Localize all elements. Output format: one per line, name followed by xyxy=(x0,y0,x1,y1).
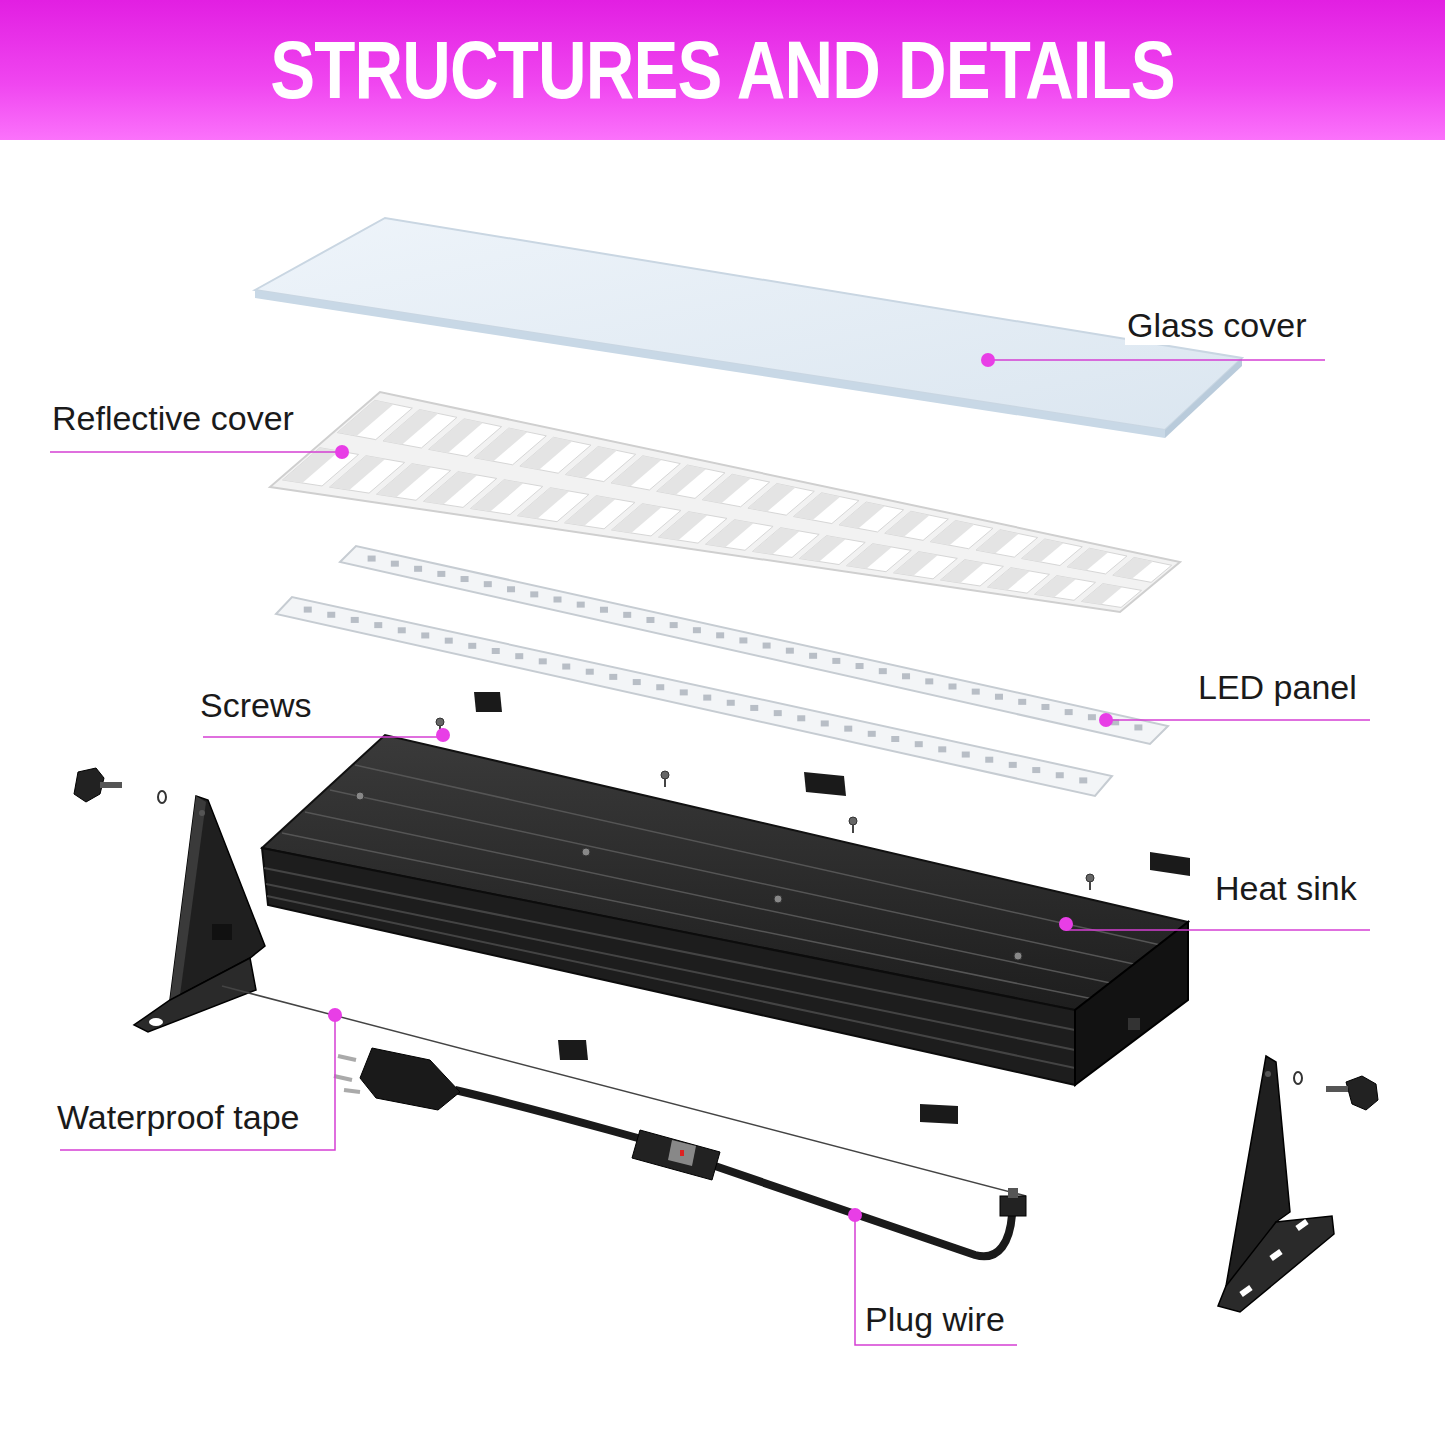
led-chip xyxy=(716,632,724,638)
led-chip xyxy=(774,710,782,716)
led-chip xyxy=(1088,714,1096,720)
led-chip xyxy=(891,736,899,742)
mounting-bracket xyxy=(134,796,265,1032)
led-chip xyxy=(985,757,993,763)
led-chip xyxy=(703,695,711,701)
led-chip xyxy=(507,586,515,592)
led-chip xyxy=(856,663,864,669)
led-chip xyxy=(844,726,852,732)
led-chip xyxy=(809,653,817,659)
led-chip xyxy=(468,643,476,649)
led-chip xyxy=(832,658,840,664)
led-chip xyxy=(1134,724,1142,730)
led-chip xyxy=(763,643,771,649)
led-chip xyxy=(437,571,445,577)
mounting-bracket xyxy=(1218,1056,1334,1312)
knob xyxy=(74,768,1378,1110)
led-chip xyxy=(327,612,335,618)
leader-dot xyxy=(328,353,1113,1222)
part-label: Heat sink xyxy=(1213,868,1359,908)
led-chip xyxy=(750,705,758,711)
reflector-cell xyxy=(1035,576,1096,601)
screw xyxy=(356,718,1094,960)
waterproof-tape xyxy=(222,986,1026,1196)
led-chip xyxy=(1009,762,1017,768)
led-chip xyxy=(633,679,641,685)
led-chip xyxy=(693,627,701,633)
led-chip xyxy=(1065,709,1073,715)
part-label: Plug wire xyxy=(863,1299,1007,1339)
led-chip xyxy=(374,622,382,628)
led-chip xyxy=(421,632,429,638)
led-chip xyxy=(972,689,980,695)
reflective-cover xyxy=(270,392,1180,612)
title: STRUCTURES AND DETAILS xyxy=(130,22,1315,118)
led-chip xyxy=(680,689,688,695)
led-chip xyxy=(484,581,492,587)
leader-line xyxy=(50,360,1370,1345)
led-chip xyxy=(351,617,359,623)
reflector-frame xyxy=(270,392,1180,612)
reflector-cell xyxy=(1113,557,1172,582)
led-chip xyxy=(609,674,617,680)
led-chip xyxy=(646,617,654,623)
led-chip xyxy=(821,720,829,726)
led-chip xyxy=(727,700,735,706)
part-label: Glass cover xyxy=(1125,305,1309,345)
led-chip xyxy=(391,561,399,567)
led-chip xyxy=(586,669,594,675)
led-chip xyxy=(1079,777,1087,783)
led-chip xyxy=(600,607,608,613)
led-chip xyxy=(868,731,876,737)
led-chip xyxy=(515,653,523,659)
led-chip xyxy=(492,648,500,654)
part-label: Screws xyxy=(198,685,313,725)
led-chip xyxy=(623,612,631,618)
reflector-cell xyxy=(1082,584,1142,608)
led-chip xyxy=(1032,767,1040,773)
led-chip xyxy=(670,622,678,628)
plug-wire xyxy=(334,1048,1026,1256)
led-chip xyxy=(562,664,570,670)
led-chip xyxy=(577,602,585,608)
led-chip xyxy=(414,566,422,572)
led-chip xyxy=(995,694,1003,700)
part-label: Reflective cover xyxy=(50,398,296,438)
led-chip xyxy=(1056,772,1064,778)
led-chip xyxy=(398,627,406,633)
led-chip xyxy=(797,715,805,721)
led-chip xyxy=(539,658,547,664)
led-chip xyxy=(739,637,747,643)
led-chip xyxy=(656,684,664,690)
led-chip xyxy=(445,638,453,644)
led-chip xyxy=(915,741,923,747)
led-chip xyxy=(925,678,933,684)
led-chip xyxy=(938,746,946,752)
part-label: Waterproof tape xyxy=(55,1097,302,1137)
led-chip xyxy=(879,668,887,674)
part-label: LED panel xyxy=(1196,667,1359,707)
led-chip xyxy=(1041,704,1049,710)
reflector-cell xyxy=(1067,548,1127,574)
led-chip xyxy=(962,752,970,758)
led-chip xyxy=(461,576,469,582)
led-chip xyxy=(530,591,538,597)
led-chip xyxy=(554,597,562,603)
led-chip xyxy=(304,607,312,613)
led-chip xyxy=(1018,699,1026,705)
led-chip xyxy=(949,684,957,690)
led-chip xyxy=(786,648,794,654)
led-chip xyxy=(368,556,376,562)
mounting-clip xyxy=(474,692,1190,1124)
led-chip xyxy=(902,673,910,679)
